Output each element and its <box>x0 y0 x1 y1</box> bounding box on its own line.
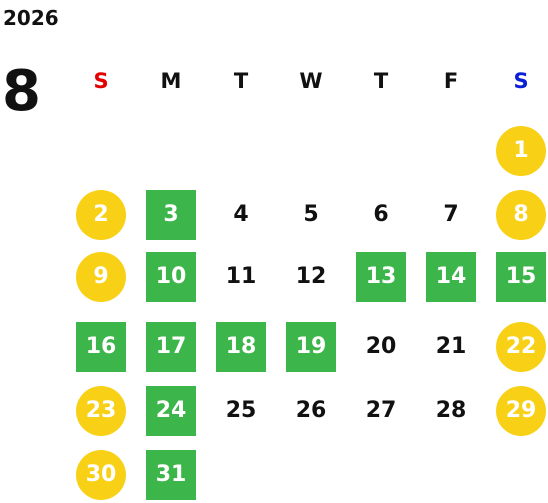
day-cell-26[interactable]: 26 <box>295 398 327 423</box>
day-cell-17[interactable]: 17 <box>146 322 196 372</box>
day-cell-15[interactable]: 15 <box>496 252 546 302</box>
weekday-label-monday: M <box>160 69 182 93</box>
day-cell-27[interactable]: 27 <box>365 398 397 423</box>
day-cell-31[interactable]: 31 <box>146 450 196 500</box>
day-cell-4[interactable]: 4 <box>233 202 249 227</box>
day-cell-12[interactable]: 12 <box>295 264 327 289</box>
day-cell-20[interactable]: 20 <box>365 334 397 359</box>
day-cell-9[interactable]: 9 <box>76 252 126 302</box>
day-cell-6[interactable]: 6 <box>373 202 389 227</box>
calendar-year: 2026 <box>3 6 59 30</box>
day-cell-22[interactable]: 22 <box>496 322 546 372</box>
day-cell-21[interactable]: 21 <box>435 334 467 359</box>
weekday-label-saturday: S <box>513 69 529 93</box>
weekday-label-wednesday: W <box>299 69 323 93</box>
day-cell-25[interactable]: 25 <box>225 398 257 423</box>
day-cell-14[interactable]: 14 <box>426 252 476 302</box>
day-cell-23[interactable]: 23 <box>76 386 126 436</box>
weekday-label-sunday: S <box>93 69 109 93</box>
weekday-label-thursday: T <box>373 69 389 93</box>
day-cell-2[interactable]: 2 <box>76 190 126 240</box>
day-cell-13[interactable]: 13 <box>356 252 406 302</box>
day-cell-16[interactable]: 16 <box>76 322 126 372</box>
day-cell-10[interactable]: 10 <box>146 252 196 302</box>
weekday-label-tuesday: T <box>233 69 249 93</box>
day-cell-19[interactable]: 19 <box>286 322 336 372</box>
weekday-label-friday: F <box>443 69 459 93</box>
day-cell-18[interactable]: 18 <box>216 322 266 372</box>
day-cell-28[interactable]: 28 <box>435 398 467 423</box>
day-cell-7[interactable]: 7 <box>443 202 459 227</box>
day-cell-8[interactable]: 8 <box>496 190 546 240</box>
day-cell-3[interactable]: 3 <box>146 190 196 240</box>
day-cell-1[interactable]: 1 <box>496 126 546 176</box>
day-cell-30[interactable]: 30 <box>76 450 126 500</box>
day-cell-5[interactable]: 5 <box>303 202 319 227</box>
day-cell-29[interactable]: 29 <box>496 386 546 436</box>
day-cell-11[interactable]: 11 <box>225 264 257 289</box>
calendar-month: 8 <box>2 59 41 124</box>
day-cell-24[interactable]: 24 <box>146 386 196 436</box>
